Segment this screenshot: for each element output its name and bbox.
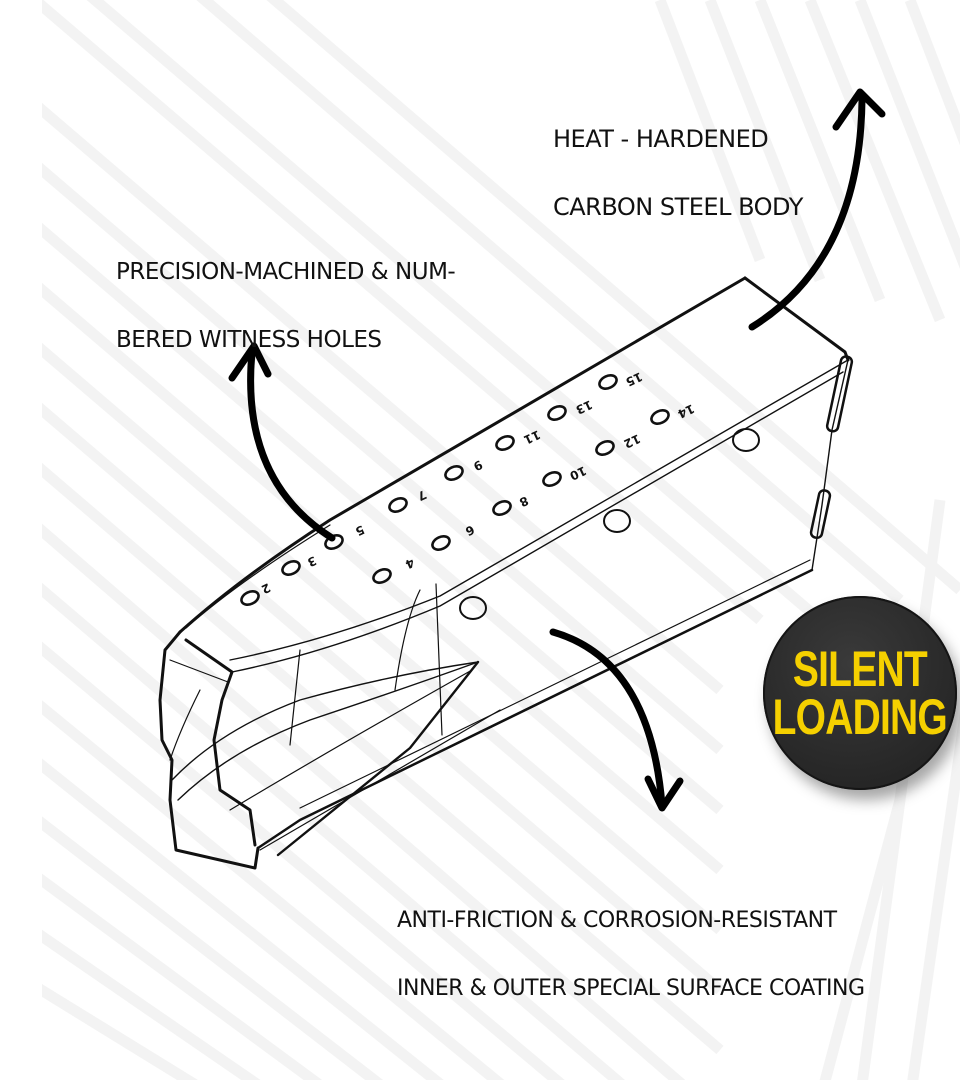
callout-line: HEAT - HARDENED [553,125,769,153]
callout-heat-hardened-body: HEAT - HARDENED CARBON STEEL BODY [553,88,803,258]
silent-loading-badge: SILENT LOADING [763,596,957,790]
hole-number: 6 [463,522,476,538]
callout-surface-coating: ANTI-FRICTION & CORROSION-RESISTANT INNE… [397,870,865,1040]
hole-number: 3 [305,553,318,569]
badge-line: LOADING [772,689,948,745]
hole-number: 13 [574,397,595,417]
callout-line: PRECISION-MACHINED & NUM- [116,259,456,285]
hole-number: 2 [259,580,272,596]
badge-line: SILENT [792,641,928,697]
arrow-coating [549,628,666,809]
hole-number: 5 [353,522,366,538]
hole-number: 8 [517,493,530,509]
hole-number: 15 [624,369,645,389]
callout-line: INNER & OUTER SPECIAL SURFACE COATING [397,976,865,1001]
callout-line: CARBON STEEL BODY [553,193,803,221]
callout-line: BERED WITNESS HOLES [116,327,382,353]
hole-number: 10 [568,463,589,483]
callout-witness-holes: PRECISION-MACHINED & NUM- BERED WITNESS … [116,221,456,391]
hole-number: 14 [676,401,697,421]
hole-number: 9 [471,457,484,473]
hole-number: 11 [522,427,543,447]
hole-number: 7 [415,487,428,503]
callout-line: ANTI-FRICTION & CORROSION-RESISTANT [397,908,837,933]
arrow-witness-holes [247,348,336,542]
hole-number: 4 [403,555,416,571]
arrow-heat-hardened [748,96,866,331]
hole-number: 12 [622,431,643,451]
